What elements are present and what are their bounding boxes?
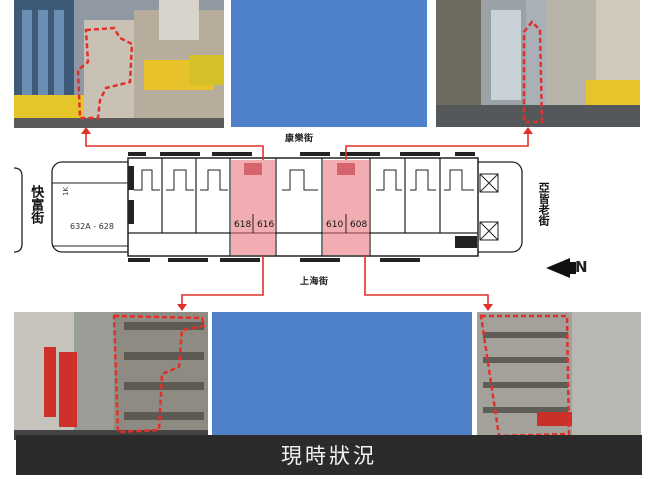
unit-number-610: 610 — [326, 220, 344, 230]
photo-top-right — [436, 0, 640, 127]
unit-number-618: 618 — [234, 220, 252, 230]
plan-small-label: 1K — [62, 186, 70, 196]
plan-range-label: 632A - 628 — [70, 222, 114, 231]
north-label: N — [575, 258, 589, 276]
unit-number-616: 616 — [257, 220, 275, 230]
photo-bottom-right — [477, 312, 641, 440]
unit-number-608: 608 — [350, 220, 368, 230]
street-label-bottom: 上海街 — [300, 277, 329, 287]
caption-bar: 現時狀況 — [16, 435, 642, 475]
image-placeholder-top — [231, 0, 427, 127]
caption-text: 現時狀況 — [281, 444, 377, 468]
north-arrow-icon — [546, 258, 576, 278]
street-label-left: 快富街 — [28, 185, 44, 224]
street-label-right: 亞皆老街 — [537, 182, 551, 226]
image-placeholder-bottom — [212, 312, 472, 440]
photo-top-left — [14, 0, 224, 128]
street-label-top: 康樂街 — [285, 134, 314, 144]
